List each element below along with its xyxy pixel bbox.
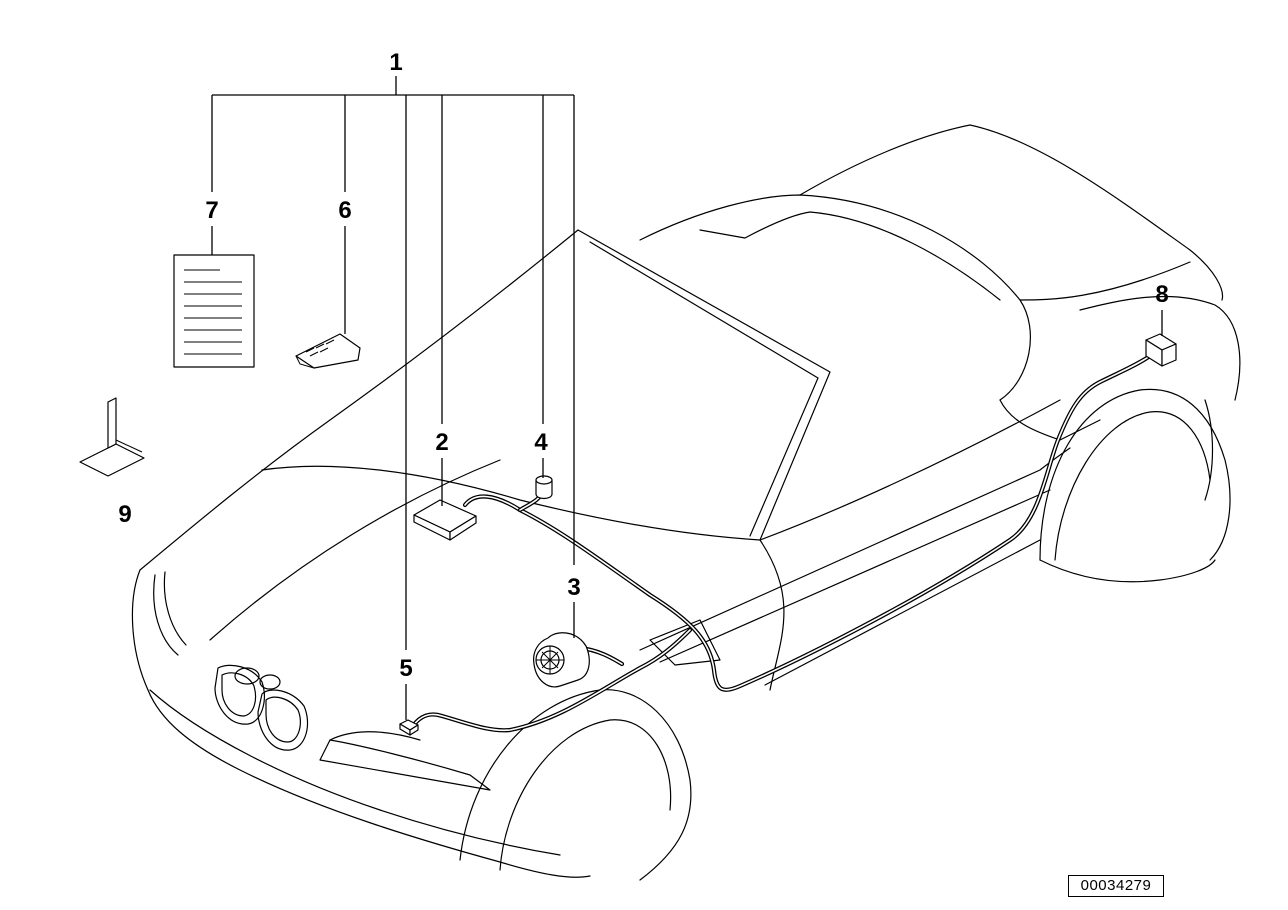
diagram-reference-number: 00034279 xyxy=(1068,875,1164,897)
callout-6: 6 xyxy=(338,197,351,224)
callout-2: 2 xyxy=(435,429,448,456)
siren-horn xyxy=(533,632,590,688)
callout-8: 8 xyxy=(1155,281,1168,308)
callout-9: 9 xyxy=(118,501,131,528)
callout-3: 3 xyxy=(567,574,580,601)
instruction-sheet xyxy=(173,254,255,368)
wiring-harness xyxy=(410,353,1153,733)
car-body xyxy=(131,124,1241,881)
remote-key-fob xyxy=(295,333,361,369)
control-module xyxy=(413,499,477,541)
callout-1: 1 xyxy=(389,49,402,76)
callout-5: 5 xyxy=(399,655,412,682)
small-sensor xyxy=(399,719,419,736)
leader-lines xyxy=(211,76,1163,720)
mounting-bracket xyxy=(79,397,145,477)
rear-module xyxy=(1145,333,1177,367)
callout-4: 4 xyxy=(534,429,548,456)
callout-7: 7 xyxy=(205,197,218,224)
sensor-cylinder xyxy=(535,475,553,500)
